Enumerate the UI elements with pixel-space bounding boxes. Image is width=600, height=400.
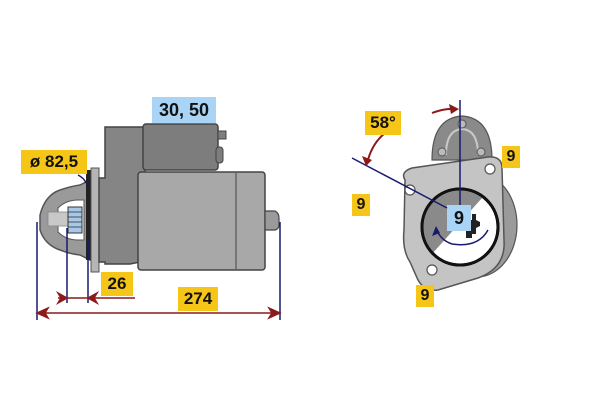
mounting-flange bbox=[90, 167, 100, 273]
side-dimensions bbox=[36, 174, 281, 320]
teeth-label-bg bbox=[447, 205, 471, 231]
starter-side-view bbox=[39, 123, 280, 273]
terminal-30 bbox=[217, 130, 227, 140]
flange-seal bbox=[86, 170, 91, 260]
arrow-head bbox=[362, 156, 372, 166]
left-value-label: 9 bbox=[352, 194, 370, 216]
side-arrows bbox=[35, 290, 282, 320]
terminals-label: 30, 50 bbox=[152, 97, 216, 123]
arrow-head bbox=[449, 104, 459, 114]
mounting-hole bbox=[426, 264, 438, 276]
rear-bushing bbox=[264, 210, 280, 231]
angled-axis-line bbox=[351, 157, 448, 209]
angle-label: 58° bbox=[365, 111, 401, 135]
diameter-leader bbox=[77, 174, 87, 184]
pinion-gear bbox=[67, 206, 83, 234]
arrow-head bbox=[86, 290, 100, 306]
diameter-label: ø 82,5 bbox=[21, 150, 87, 174]
right-value-label: 9 bbox=[502, 146, 520, 168]
motor-body bbox=[137, 171, 266, 271]
bottom-value-label: 9 bbox=[416, 285, 434, 307]
arrow-head bbox=[35, 306, 50, 320]
teeth-count-label: 9 bbox=[453, 207, 464, 228]
mounting-hole bbox=[484, 163, 496, 175]
solenoid bbox=[142, 123, 219, 171]
terminal-50 bbox=[215, 146, 224, 164]
arrow-head bbox=[267, 306, 282, 320]
overall-length-label: 274 bbox=[178, 287, 218, 311]
rotation-arrow bbox=[435, 227, 489, 246]
shaft bbox=[47, 211, 71, 227]
arrow-head bbox=[55, 290, 69, 306]
starter-front-view bbox=[402, 115, 518, 292]
pinion-offset-label: 26 bbox=[101, 272, 133, 296]
